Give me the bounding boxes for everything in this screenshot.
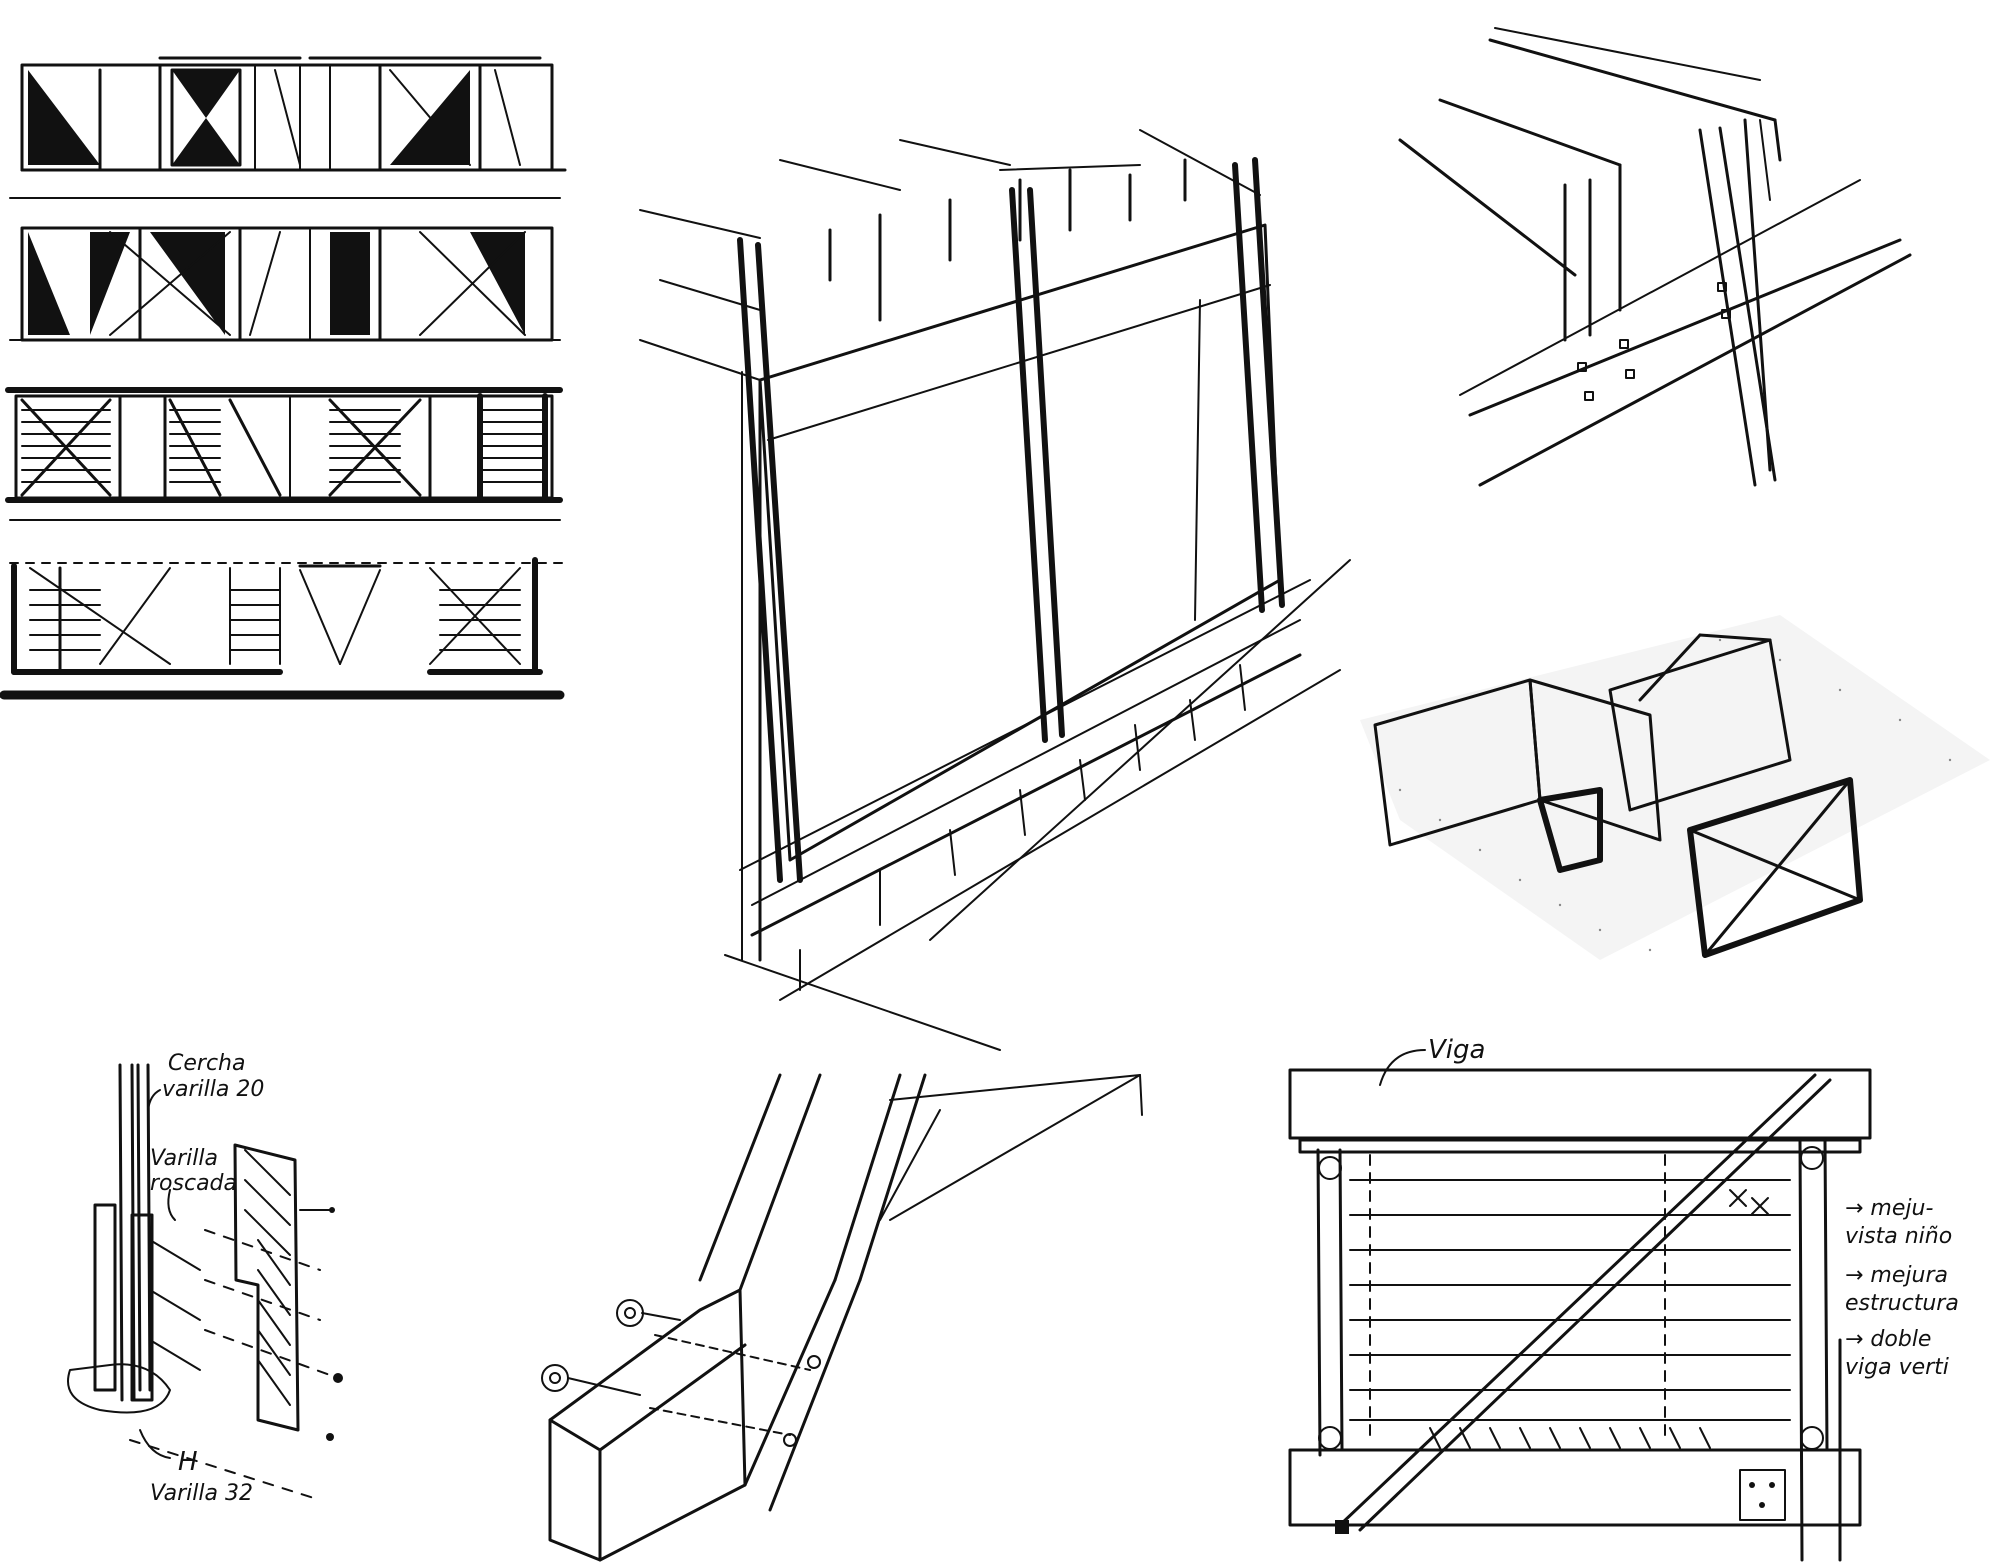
varilla-32-label: Varilla 32: [150, 1481, 253, 1506]
mejora-vista-label-1: → meju-: [1845, 1196, 1933, 1221]
isometric-massing-sketch: [1360, 615, 1990, 960]
varilla-roscada-label-2: roscada: [150, 1171, 237, 1196]
mejora-estructura-label-2: estructura: [1845, 1291, 1959, 1316]
facade-row-1: [9, 56, 567, 199]
mejora-estructura-label-1: → mejura: [1845, 1263, 1948, 1288]
perspective-wall-sketch: [639, 129, 1351, 1051]
frame-elevation-sketch: Viga → meju- vista niño → mejura estruct…: [1288, 1035, 1959, 1562]
mejora-vista-label-2: vista niño: [1845, 1224, 1952, 1249]
cercha-label: Cercha: [168, 1051, 245, 1076]
h-label: H: [178, 1447, 198, 1477]
beam-brace-detail-sketch: [541, 1073, 1143, 1562]
beam-column-joint-sketch: [1398, 27, 1912, 487]
doble-viga-label-2: viga verti: [1845, 1355, 1949, 1380]
varilla-20-label: varilla 20: [162, 1077, 264, 1102]
varilla-roscada-label-1: Varilla: [150, 1146, 218, 1171]
facade-row-2: [9, 226, 561, 342]
connection-detail-sketch: Cercha varilla 20 Varilla roscada H Vari…: [67, 1051, 343, 1506]
doble-viga-label-1: → doble: [1845, 1327, 1931, 1352]
facade-row-4: [0, 557, 566, 700]
facade-row-3: [5, 387, 563, 521]
facade-elevations: [0, 56, 567, 700]
viga-label: Viga: [1428, 1035, 1485, 1065]
